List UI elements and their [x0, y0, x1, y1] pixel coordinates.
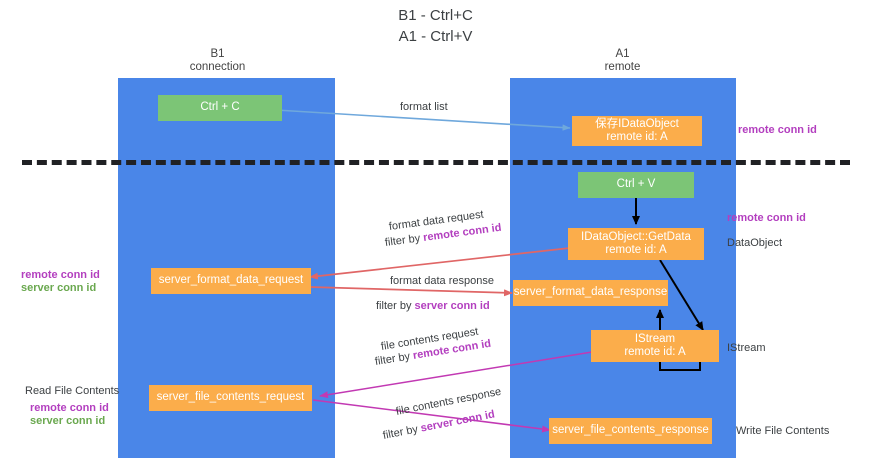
box-server-format-data-request-label: server_format_data_request: [158, 274, 304, 287]
edge-label-format-data-response-filter: filter by server conn id: [376, 299, 490, 313]
lane-header-b1: B1 connection: [155, 48, 280, 74]
annotation-right-remote-conn-id-mid: remote conn id: [727, 212, 806, 224]
annotation-right-dataobject: DataObject: [727, 237, 783, 249]
box-save-dataobject-line2: remote id: A: [606, 131, 668, 143]
annotation-right-write-file-contents: Write File Contents: [736, 425, 830, 437]
edge-label-format-list: format list: [400, 101, 448, 113]
annotation-left-server-conn-id: server conn id: [21, 282, 97, 294]
annotation-left-server-conn-id-2: server conn id: [30, 415, 106, 427]
filter-key-server-conn-id-1: server conn id: [414, 300, 490, 312]
box-getdata-line1: IDataObject::GetData: [581, 230, 691, 243]
box-server-file-contents-request-label: server_file_contents_request: [156, 391, 305, 404]
box-server-format-data-response[interactable]: server_format_data_response: [513, 280, 668, 306]
box-server-file-contents-request[interactable]: server_file_contents_request: [149, 385, 312, 411]
annotation-left-remote-conn-id-2: remote conn id: [30, 402, 109, 414]
box-server-file-contents-response[interactable]: server_file_contents_response: [549, 418, 712, 444]
box-save-dataobject[interactable]: 保存IDataObject remote id: A: [572, 116, 702, 146]
box-ctrl-v-label: Ctrl + V: [616, 178, 656, 191]
box-idataobject-getdata[interactable]: IDataObject::GetData remote id: A: [568, 228, 704, 260]
filter-prefix-2: filter by: [376, 300, 415, 312]
title-line-1: B1 - Ctrl+C: [398, 7, 473, 24]
box-ctrl-c[interactable]: Ctrl + C: [158, 95, 282, 121]
lane-header-b1-role: connection: [189, 61, 246, 73]
box-istream[interactable]: IStream remote id: A: [591, 330, 719, 362]
edge-label-format-data-response: format data response: [390, 275, 494, 287]
filter-key-server-conn-id-2: server conn id: [419, 408, 496, 435]
lane-header-a1-role: remote: [604, 61, 641, 73]
filter-prefix-3: filter by: [374, 350, 414, 368]
lane-header-a1: A1 remote: [560, 48, 685, 74]
annotation-left-read-file-contents: Read File Contents: [25, 385, 120, 397]
lane-header-a1-name: A1: [615, 48, 630, 60]
annotation-left-remote-conn-id: remote conn id: [21, 269, 100, 281]
annotation-right-remote-conn-id-top: remote conn id: [738, 124, 817, 136]
lane-header-b1-name: B1: [210, 48, 225, 60]
filter-prefix-4: filter by: [381, 422, 422, 442]
section-divider: [22, 160, 850, 165]
box-ctrl-v[interactable]: Ctrl + V: [578, 172, 694, 198]
annotation-right-istream: IStream: [727, 342, 766, 354]
box-istream-line2: remote id: A: [624, 346, 686, 358]
box-server-format-data-request[interactable]: server_format_data_request: [151, 268, 311, 294]
box-server-format-data-response-label: server_format_data_response: [513, 286, 668, 299]
box-ctrl-c-label: Ctrl + C: [200, 101, 240, 114]
filter-prefix-1: filter by: [384, 232, 424, 249]
box-istream-line1: IStream: [634, 332, 676, 345]
page-title: B1 - Ctrl+C A1 - Ctrl+V: [0, 5, 871, 47]
box-getdata-line2: remote id: A: [605, 244, 667, 256]
title-line-2: A1 - Ctrl+V: [398, 28, 473, 45]
box-server-file-contents-response-label: server_file_contents_response: [552, 424, 709, 437]
box-save-dataobject-line1: 保存IDataObject: [595, 117, 679, 130]
